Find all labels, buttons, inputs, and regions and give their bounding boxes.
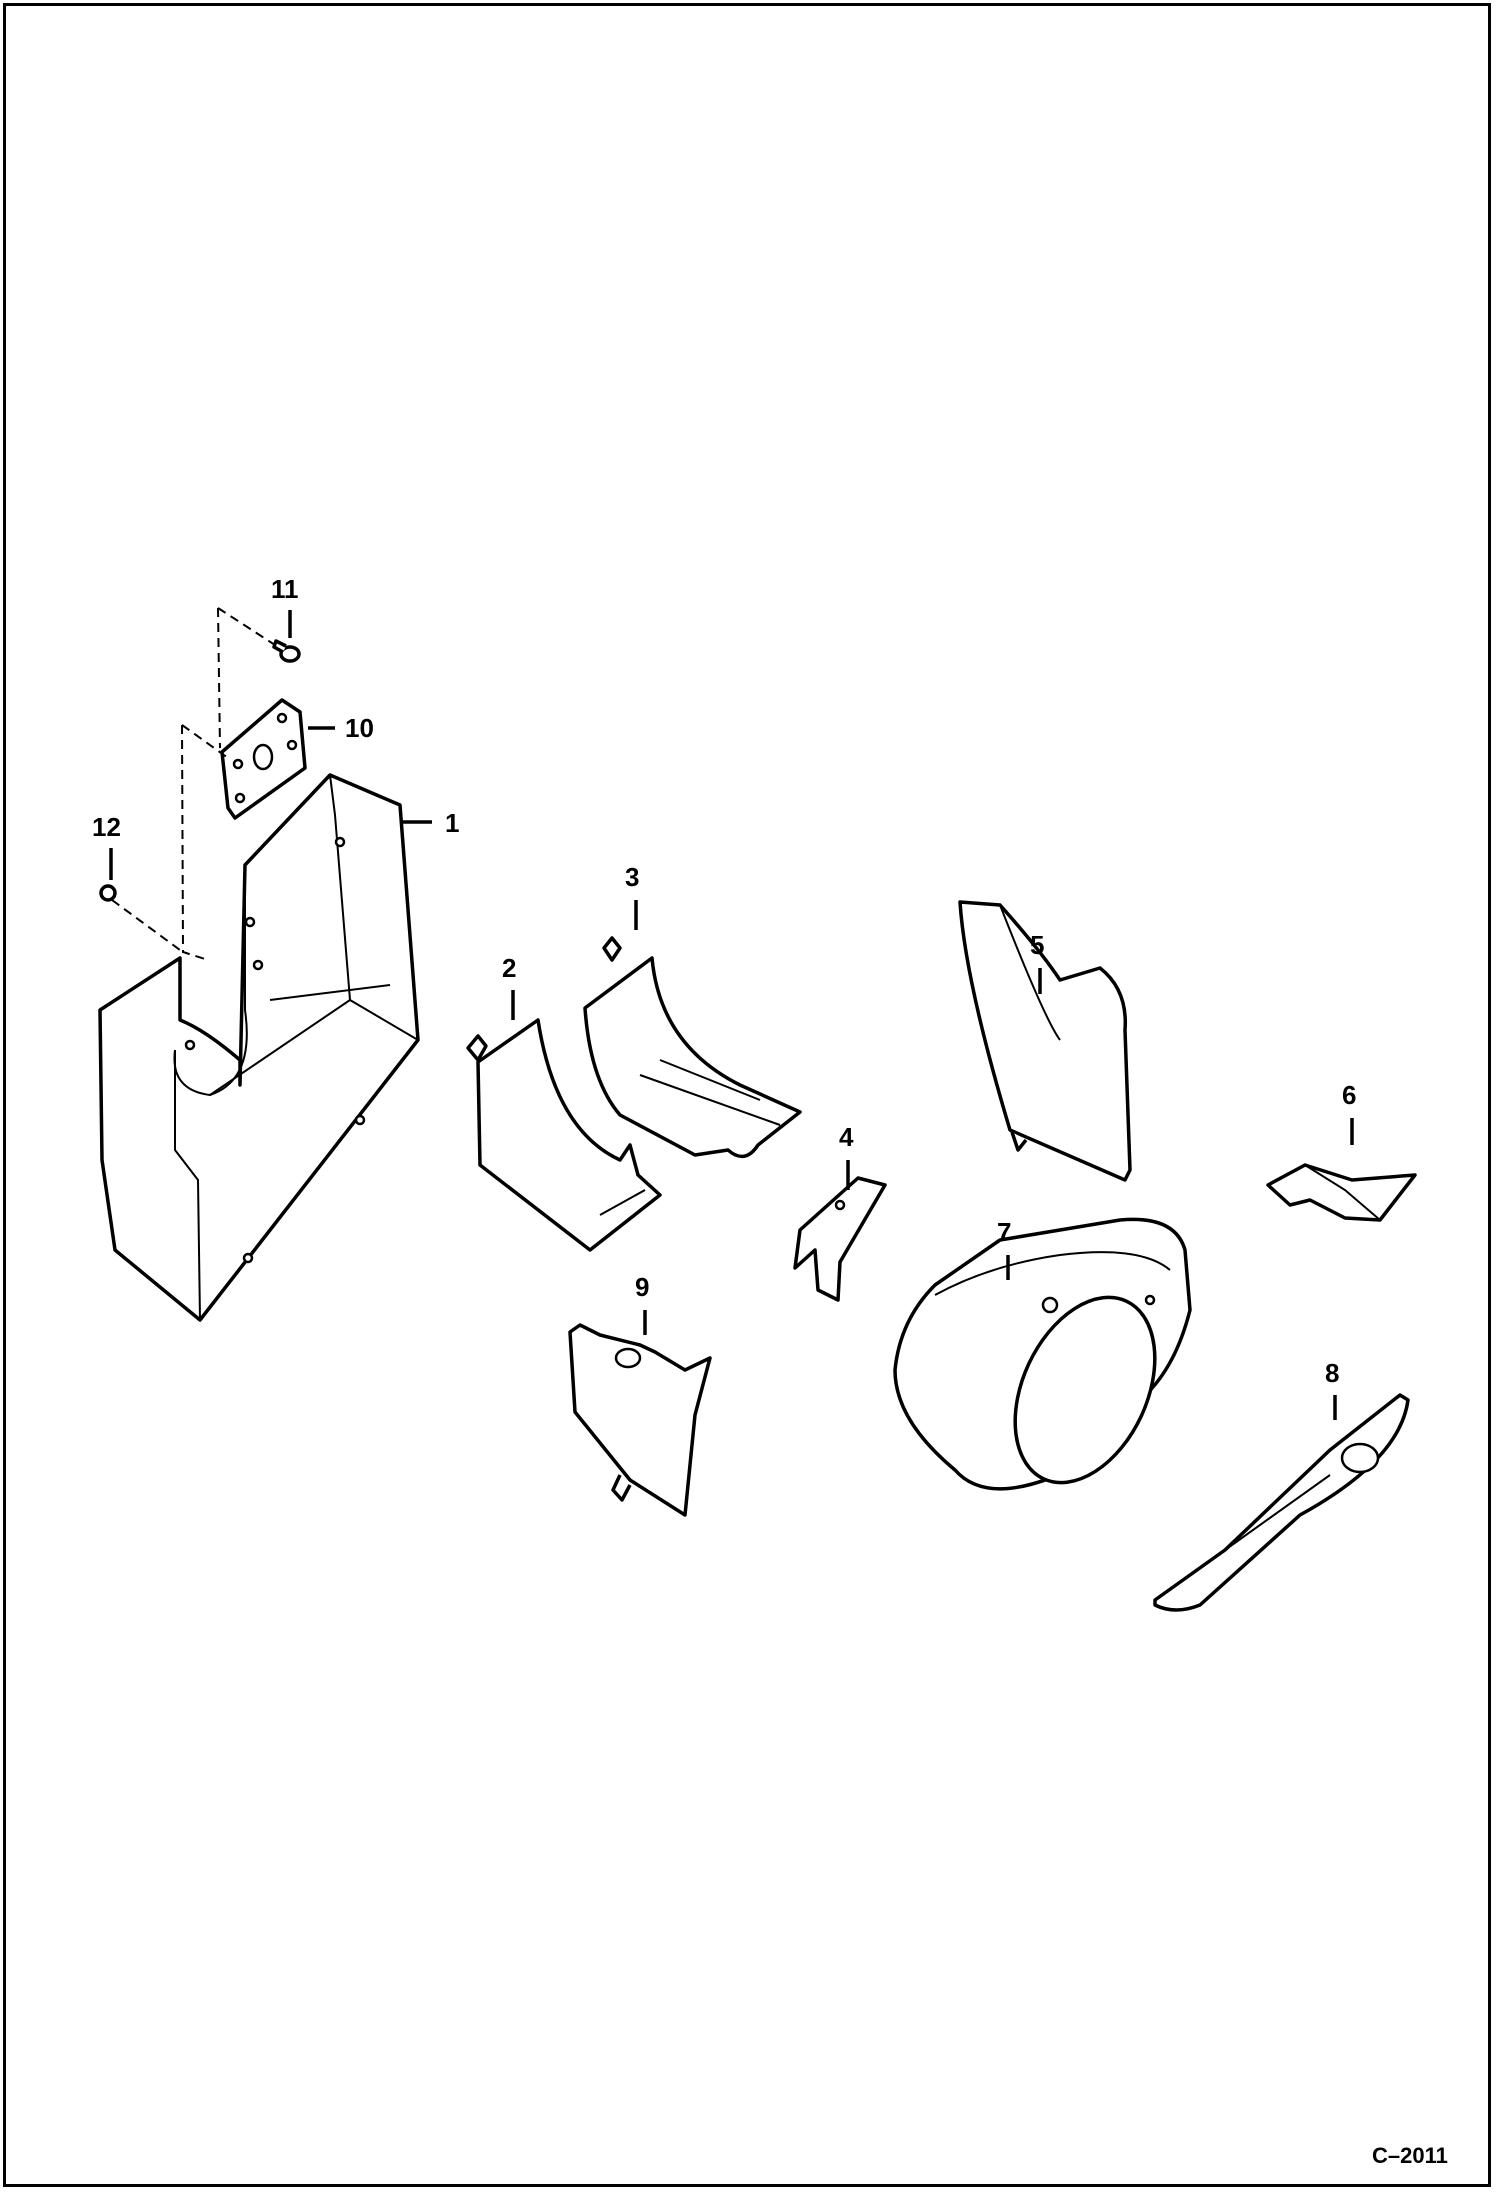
part-9-panel: [568, 1323, 712, 1517]
callout-7: 7: [997, 1217, 1011, 1247]
callout-2: 2: [502, 953, 516, 983]
part-1-shroud: [98, 773, 420, 1322]
callout-5: 5: [1030, 930, 1044, 960]
callout-3: 3: [625, 862, 639, 892]
part-8-guard: [1153, 1393, 1410, 1612]
callout-10: 10: [345, 713, 374, 743]
part-4-bracket: [793, 1176, 887, 1302]
callout-4: 4: [839, 1122, 854, 1152]
callout-12: 12: [92, 812, 121, 842]
callout-6: 6: [1342, 1080, 1356, 1110]
part-11-bolt: [272, 639, 301, 663]
assembly-lines: [111, 607, 276, 961]
callout-11: 11: [271, 574, 299, 604]
part-7-fan-shroud: [893, 1217, 1192, 1491]
callout-8: 8: [1325, 1358, 1339, 1388]
callout-1: 1: [445, 808, 459, 838]
leader-lines: [109, 610, 1354, 1420]
part-10-bracket: [220, 698, 307, 820]
part-5-cover: [958, 900, 1132, 1182]
part-2-panel: [466, 1018, 662, 1252]
figure-code: C–2011: [1372, 2143, 1448, 2168]
part-6-clip: [1266, 1163, 1417, 1222]
part-12-nut: [99, 884, 117, 902]
part-3-duct: [583, 936, 802, 1159]
callout-labels: 1 2 3 4 5 6 7 8 9 10 11 12: [92, 574, 1356, 1388]
callout-9: 9: [635, 1272, 649, 1302]
